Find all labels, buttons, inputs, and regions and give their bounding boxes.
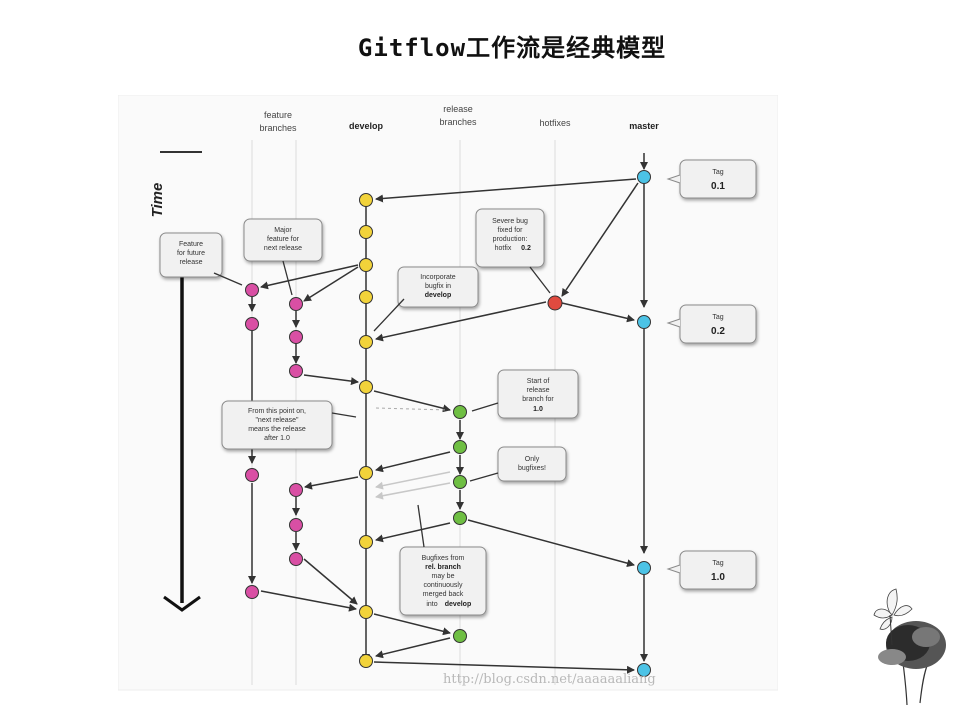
develop-commit — [359, 225, 373, 239]
callout-major-feature: Major feature for next release — [243, 218, 323, 296]
callout-only-bugfixes: Only bugfixes! — [469, 446, 567, 482]
svg-text:continuously: continuously — [424, 582, 463, 589]
feature-commits — [245, 283, 303, 599]
develop-commit — [359, 654, 373, 668]
release-start-dashed — [375, 407, 449, 411]
develop-commit — [359, 193, 373, 207]
feature-commit — [245, 283, 259, 297]
svg-text:From this point on,: From this point on, — [248, 408, 306, 415]
master-commit — [637, 663, 651, 677]
svg-text:Feature: Feature — [179, 241, 203, 248]
master-commit — [637, 315, 651, 329]
feature-commit — [289, 483, 303, 497]
svg-text:release: release — [180, 259, 203, 266]
svg-text:bugfix in: bugfix in — [425, 283, 451, 290]
release-commit — [453, 629, 467, 643]
feature-commit — [289, 297, 303, 311]
watermark: http://blog.csdn.net/aaaaaaliang — [443, 672, 656, 687]
slide-title: Gitflow工作流是经典模型 — [357, 34, 667, 62]
callout-incorporate: Incorporate bugfix in develop — [373, 266, 479, 332]
release-column-header-1: release — [443, 104, 473, 114]
svg-text:0.2: 0.2 — [711, 326, 725, 337]
develop-commits — [359, 193, 373, 668]
tag-0-1: Tag 0.1 — [666, 159, 757, 199]
svg-text:rel. branch: rel. branch — [425, 564, 461, 571]
svg-text:hotfix: hotfix — [495, 245, 512, 252]
svg-text:develop: develop — [445, 601, 471, 608]
release-commit — [453, 511, 467, 525]
svg-text:develop: develop — [425, 292, 451, 299]
feature-commit — [245, 585, 259, 599]
svg-text:release: release — [527, 387, 550, 394]
svg-text:into: into — [426, 601, 437, 608]
svg-text:Start of: Start of — [527, 378, 550, 385]
hotfix-commit — [547, 295, 563, 311]
lotus-decoration — [873, 588, 946, 706]
svg-text:branch for: branch for — [522, 396, 554, 403]
svg-text:for future: for future — [177, 250, 205, 257]
time-label: Time — [149, 183, 166, 218]
svg-text:Tag: Tag — [712, 314, 723, 321]
time-axis: Time — [149, 151, 202, 612]
svg-text:1.0: 1.0 — [533, 406, 543, 413]
develop-commit — [359, 466, 373, 480]
develop-commit — [359, 605, 373, 619]
merge-arrows — [260, 178, 639, 674]
feature-commit — [245, 468, 259, 482]
branch-lines — [248, 153, 648, 662]
svg-text:1.0: 1.0 — [711, 572, 725, 583]
svg-text:feature for: feature for — [267, 236, 300, 243]
gitflow-diagram: feature branches develop release branche… — [118, 95, 778, 691]
master-commit — [637, 170, 651, 184]
svg-text:Only: Only — [525, 456, 540, 463]
callout-start-release: Start of release branch for 1.0 — [471, 369, 579, 419]
release-commit — [453, 405, 467, 419]
develop-commit — [359, 535, 373, 549]
svg-text:Tag: Tag — [712, 560, 723, 567]
svg-text:bugfixes!: bugfixes! — [518, 465, 546, 472]
svg-text:Bugfixes from: Bugfixes from — [422, 555, 465, 562]
callout-next-release: From this point on, "next release" means… — [221, 400, 357, 450]
svg-text:Tag: Tag — [712, 169, 723, 176]
feature-commit — [289, 364, 303, 378]
svg-text:"next release": "next release" — [255, 417, 299, 424]
svg-text:0.1: 0.1 — [711, 181, 725, 192]
callout-bugfixes-merged: Bugfixes from rel. branch may be continu… — [399, 504, 487, 616]
tag-0-2: Tag 0.2 — [666, 304, 757, 344]
svg-text:0.2: 0.2 — [521, 245, 531, 252]
develop-commit — [359, 380, 373, 394]
faded-merge-arrows — [375, 471, 451, 500]
feature-column-header-2: branches — [259, 123, 297, 133]
release-commits — [453, 405, 467, 643]
master-commit — [637, 561, 651, 575]
svg-text:means the release: means the release — [248, 426, 306, 433]
feature-column-header-1: feature — [264, 110, 292, 120]
svg-text:may be: may be — [432, 573, 455, 580]
develop-commit — [359, 335, 373, 349]
feature-commit — [245, 317, 259, 331]
callout-severe-bug: Severe bug fixed for production: hotfix … — [475, 208, 551, 294]
develop-column-header: develop — [349, 121, 384, 131]
svg-text:after 1.0: after 1.0 — [264, 435, 290, 442]
svg-text:Severe bug: Severe bug — [492, 218, 528, 225]
svg-text:production:: production: — [493, 236, 528, 243]
feature-commit — [289, 552, 303, 566]
tag-1-0: Tag 1.0 — [666, 550, 757, 590]
master-commits — [637, 170, 651, 677]
svg-text:Major: Major — [274, 227, 292, 234]
svg-text:next release: next release — [264, 245, 302, 252]
svg-text:fixed for: fixed for — [498, 227, 524, 234]
feature-commit — [289, 330, 303, 344]
hotfixes-column-header: hotfixes — [539, 118, 571, 128]
release-column-header-2: branches — [439, 117, 477, 127]
svg-text:merged back: merged back — [423, 591, 464, 598]
release-commit — [453, 440, 467, 454]
release-commit — [453, 475, 467, 489]
callout-feature-future: Feature for future release — [159, 232, 243, 286]
svg-text:Incorporate: Incorporate — [420, 274, 456, 281]
develop-commit — [359, 258, 373, 272]
master-column-header: master — [629, 121, 659, 131]
develop-commit — [359, 290, 373, 304]
feature-commit — [289, 518, 303, 532]
